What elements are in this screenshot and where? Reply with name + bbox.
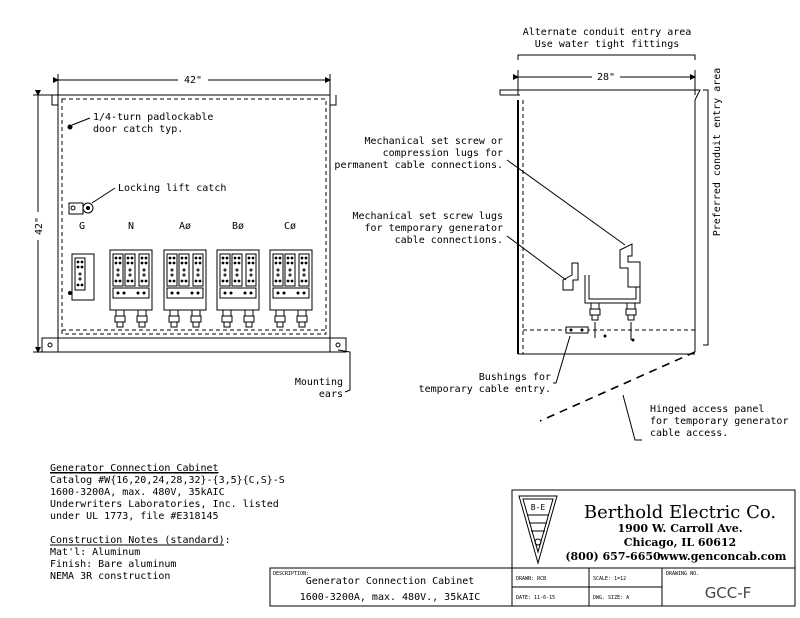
terminal-label-g: G (79, 221, 85, 232)
terminal-label-b: Bø (232, 221, 244, 232)
note-mount-1: Mounting (295, 377, 343, 388)
note-temp-3: cable connections. (395, 235, 503, 246)
drawing-number: GCC-F (705, 584, 752, 602)
note-hinge-1: Hinged access panel (650, 404, 764, 415)
spec-title: Generator Connection Cabinet (50, 463, 219, 474)
spec-block: Generator Connection Cabinet Catalog #W{… (50, 463, 285, 582)
description-line-2: 1600-3200A, max. 480V., 35kAIC (300, 592, 481, 603)
scale: SCALE: 1=12 (593, 576, 626, 582)
note-hinge-2: for temporary generator (650, 416, 788, 427)
alt-entry-2: Use water tight fittings (535, 39, 680, 50)
note-lift: Locking lift catch (118, 183, 226, 194)
alt-entry-1: Alternate conduit entry area (523, 27, 692, 38)
date: DATE: 11-6-15 (516, 595, 555, 601)
note-bush-1: Bushings for (479, 372, 551, 383)
address-1: 1900 W. Carroll Ave. (617, 522, 742, 535)
pref-entry: Preferred conduit entry area (712, 68, 723, 237)
note-temp-2: for temporary generator (365, 223, 503, 234)
terminal-label-c: Cø (284, 221, 296, 232)
note-mount-2: ears (319, 389, 343, 400)
drawing-no-label: DRAWING NO. (666, 571, 699, 577)
note-finish: Finish: Bare aluminum (50, 559, 176, 570)
company-name: Berthold Electric Co. (584, 502, 776, 523)
mounting-hole-right (335, 342, 341, 348)
roof (499, 89, 701, 101)
description-label: DESCRIPTION: (273, 571, 309, 577)
drawn-by: DRAWN: RCB (516, 576, 546, 582)
spec-line-4: under UL 1773, file #E318145 (50, 511, 219, 522)
notes-title: Construction Notes (standard): (50, 535, 231, 546)
hinged-panel (539, 351, 696, 422)
dwg-size: DWG. SIZE: A (593, 595, 629, 601)
note-material: Mat'l: Aluminum (50, 547, 140, 558)
note-catch-2: door catch typ. (93, 124, 183, 135)
front-height-dim: 42" (34, 217, 45, 235)
note-perm-2: compression lugs for (383, 148, 503, 159)
spec-line-2: 1600-3200A, max. 480V, 35kAIC (50, 487, 225, 498)
phase-a-bus (164, 250, 206, 327)
side-lug-assembly (562, 243, 641, 342)
website: www.genconcab.com (659, 550, 787, 563)
note-temp-1: Mechanical set screw lugs (352, 211, 503, 222)
company-logo: B-E (518, 495, 558, 565)
title-block: B-E Berthold Electric Co. 1900 W. Carrol… (269, 489, 796, 607)
note-perm-3: permanent cable connections. (334, 160, 503, 171)
front-width-dim: 42" (184, 75, 202, 86)
note-bush-2: temporary cable entry. (419, 384, 551, 395)
note-hinge-3: cable access. (650, 428, 728, 439)
note-perm-1: Mechanical set screw or (365, 136, 503, 147)
front-view: 42" 42" 1/4-turn padlockable door catch … (31, 73, 351, 400)
note-nema: NEMA 3R construction (50, 571, 170, 582)
terminal-label-n: N (128, 221, 134, 232)
mounting-hole-left (47, 342, 53, 348)
spec-line-1: Catalog #W{16,20,24,28,32}-{3,5}{C,S}-S (50, 475, 285, 486)
terminal-label-a: Aø (179, 221, 191, 232)
ground-bus (68, 253, 95, 301)
svg-text:B-E: B-E (531, 503, 546, 512)
address-2: Chicago, IL 60612 (624, 536, 736, 549)
description-line-1: Generator Connection Cabinet (306, 576, 475, 587)
mounting-rail (41, 337, 347, 353)
phase-c-bus (270, 250, 312, 327)
neutral-bus (110, 250, 152, 327)
spec-line-3: Underwriters Laboratories, Inc. listed (50, 499, 279, 510)
note-catch-1: 1/4-turn padlockable (93, 112, 213, 123)
phone: (800) 657-6650 (565, 550, 661, 563)
door-catch-icon (67, 124, 73, 130)
side-depth-dim: 28" (597, 72, 615, 83)
side-view: Alternate conduit entry area Use water t… (334, 27, 788, 441)
phase-b-bus (217, 250, 259, 327)
